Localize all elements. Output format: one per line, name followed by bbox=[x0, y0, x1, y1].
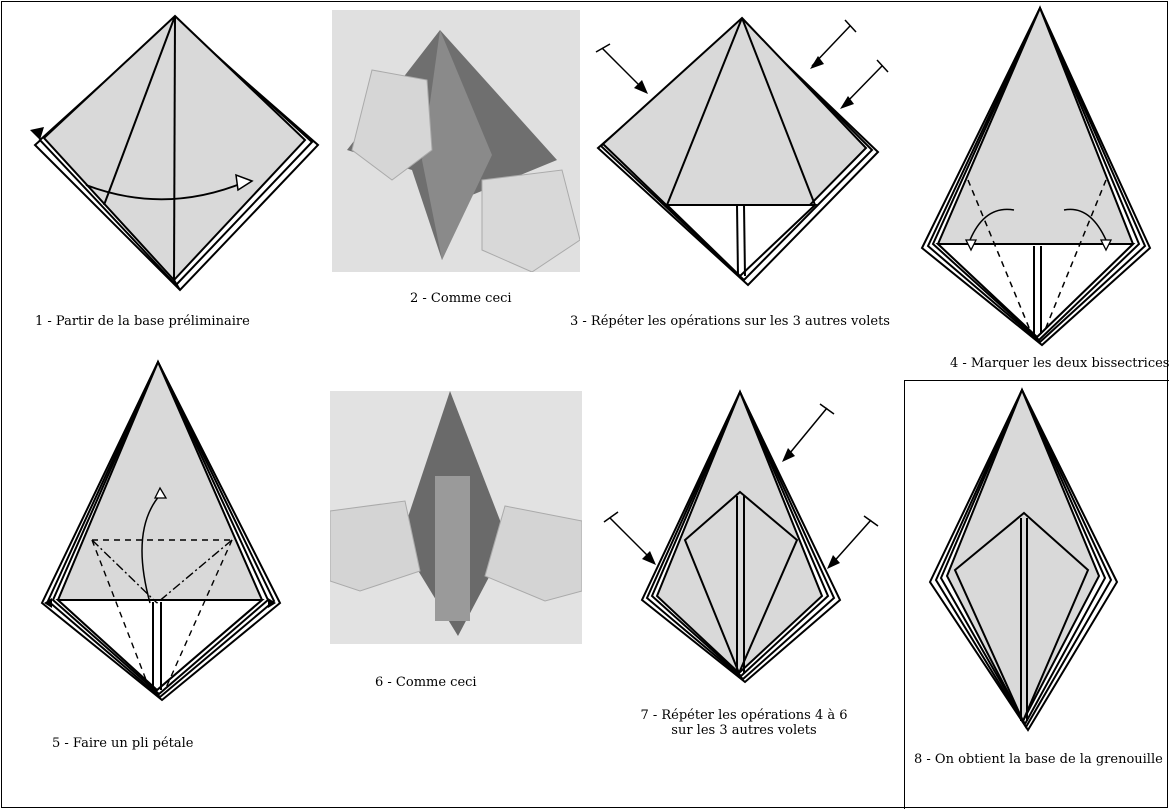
caption-step-3: 3 - Répéter les opérations sur les 3 aut… bbox=[570, 314, 890, 329]
caption-step-8: 8 - On obtient la base de la grenouille bbox=[914, 752, 1163, 767]
caption-step-7-line1: 7 - Répéter les opérations 4 à 6 bbox=[632, 708, 856, 723]
step-8-box bbox=[904, 380, 1169, 809]
caption-step-6: 6 - Comme ceci bbox=[375, 675, 477, 690]
caption-step-2: 2 - Comme ceci bbox=[410, 291, 512, 306]
step-6-photo bbox=[330, 391, 582, 644]
caption-step-1: 1 - Partir de la base préliminaire bbox=[35, 314, 250, 329]
step-2-photo bbox=[332, 10, 580, 272]
caption-step-5: 5 - Faire un pli pétale bbox=[52, 736, 194, 751]
caption-step-7-line2: sur les 3 autres volets bbox=[632, 723, 856, 738]
caption-step-4: 4 - Marquer les deux bissectrices bbox=[950, 356, 1169, 371]
caption-step-7: 7 - Répéter les opérations 4 à 6 sur les… bbox=[632, 708, 856, 738]
